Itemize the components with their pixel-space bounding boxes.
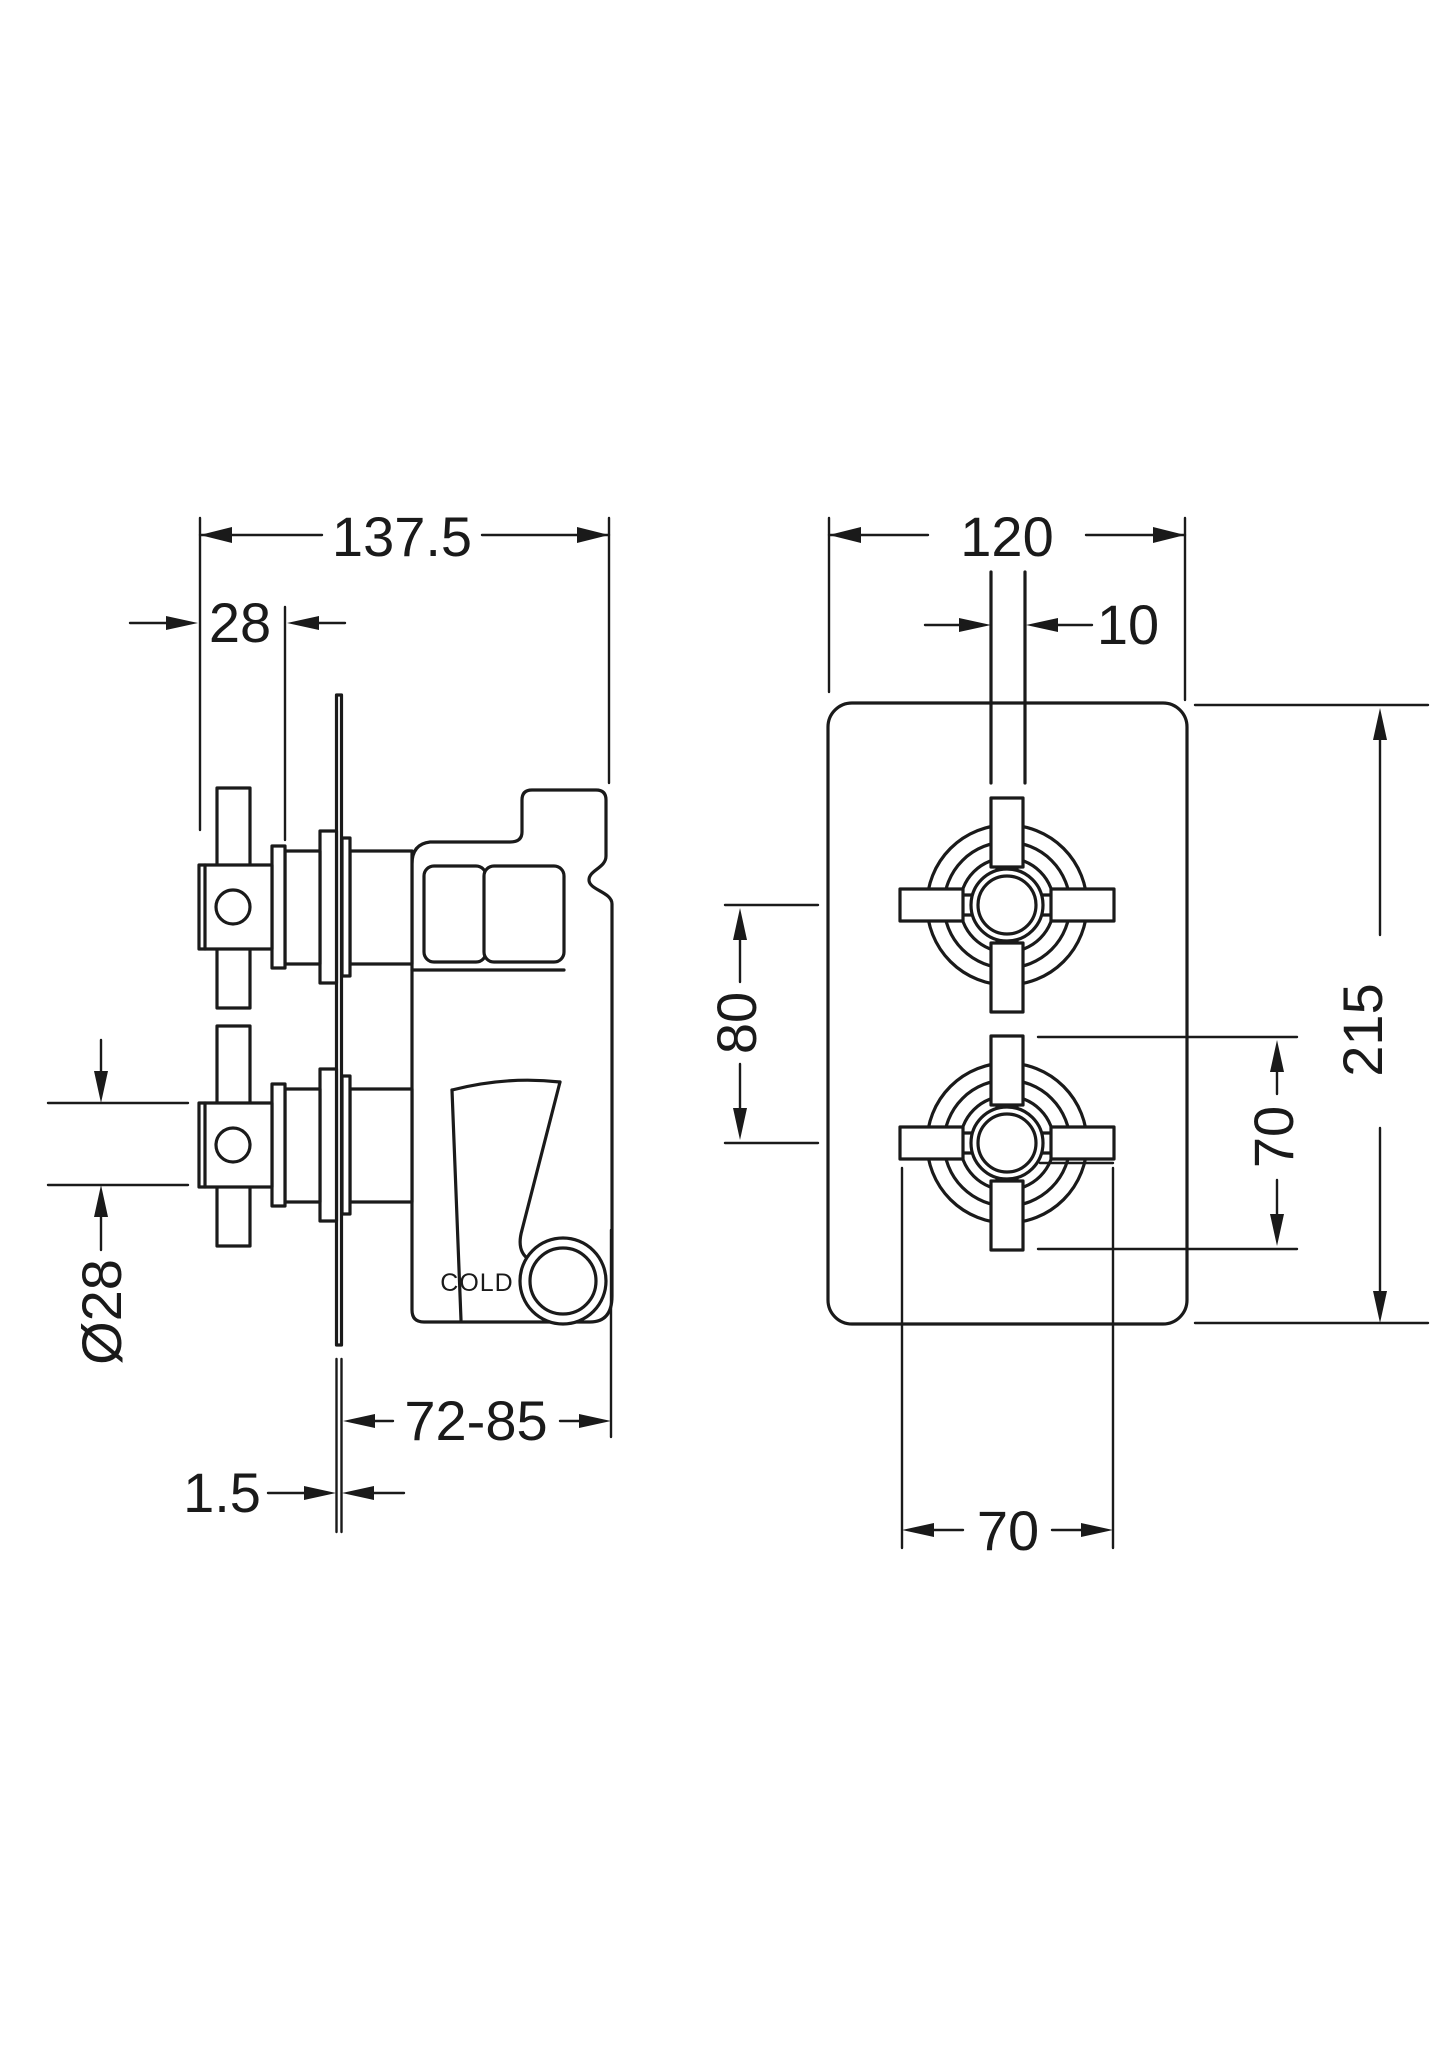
- arrowhead: [94, 1185, 108, 1217]
- arrowhead: [1270, 1040, 1284, 1072]
- arrowhead: [579, 1414, 611, 1428]
- arrowhead: [577, 527, 609, 543]
- arrowhead: [902, 1523, 934, 1537]
- arrowhead: [200, 527, 232, 543]
- dim-handle-centres: 80: [705, 992, 768, 1054]
- dim-handle-span-horizontal: 70: [977, 1499, 1039, 1562]
- body-funnel-top-edge: [450, 1078, 562, 1092]
- arrowhead: [1373, 708, 1387, 740]
- upper-cartridge-rear: [340, 836, 414, 978]
- arrowhead: [1153, 527, 1185, 543]
- upper-cartridge-front: [197, 786, 339, 1010]
- arrowhead: [342, 1486, 374, 1500]
- wall-plate: [334, 693, 344, 1347]
- arrowhead: [1081, 1523, 1113, 1537]
- side-view: COLD: [197, 693, 614, 1534]
- arrowhead: [343, 1414, 375, 1428]
- dim-spindle-width: 10: [1097, 593, 1159, 656]
- body-funnel-left-edge: [450, 1088, 463, 1322]
- arrowhead: [94, 1071, 108, 1103]
- lower-cartridge-front: [197, 1024, 339, 1248]
- arrowhead: [287, 616, 319, 630]
- arrowhead: [733, 908, 747, 940]
- arrowhead: [1270, 1214, 1284, 1246]
- dim-handle-span-vertical: 70: [1242, 1106, 1305, 1168]
- arrowhead: [1026, 618, 1058, 632]
- body-chamber-right: [482, 864, 566, 964]
- cold-label: COLD: [440, 1269, 513, 1297]
- dim-plate-thickness: 1.5: [183, 1461, 261, 1524]
- lower-cartridge-rear: [340, 1074, 414, 1216]
- dim-handle-projection: 28: [209, 591, 271, 654]
- dim-depth-total: 137.5: [332, 505, 472, 568]
- arrowhead: [166, 616, 198, 630]
- dim-plate-height: 215: [1331, 983, 1394, 1076]
- dim-plate-width: 120: [960, 505, 1053, 568]
- arrowhead: [733, 1108, 747, 1140]
- dim-handle-diameter: Ø28: [70, 1259, 133, 1365]
- arrowhead: [1373, 1291, 1387, 1323]
- arrowhead: [829, 527, 861, 543]
- arrowhead: [304, 1486, 336, 1500]
- dimension-annotations: 137.5 28 Ø28 72-85 1.5: [46, 505, 1430, 1562]
- body-chamber-left: [422, 864, 488, 964]
- front-view: [826, 570, 1189, 1326]
- arrowhead: [959, 618, 991, 632]
- dim-recess-depth: 72-85: [404, 1389, 547, 1452]
- cold-port-inner-circle: [528, 1246, 598, 1316]
